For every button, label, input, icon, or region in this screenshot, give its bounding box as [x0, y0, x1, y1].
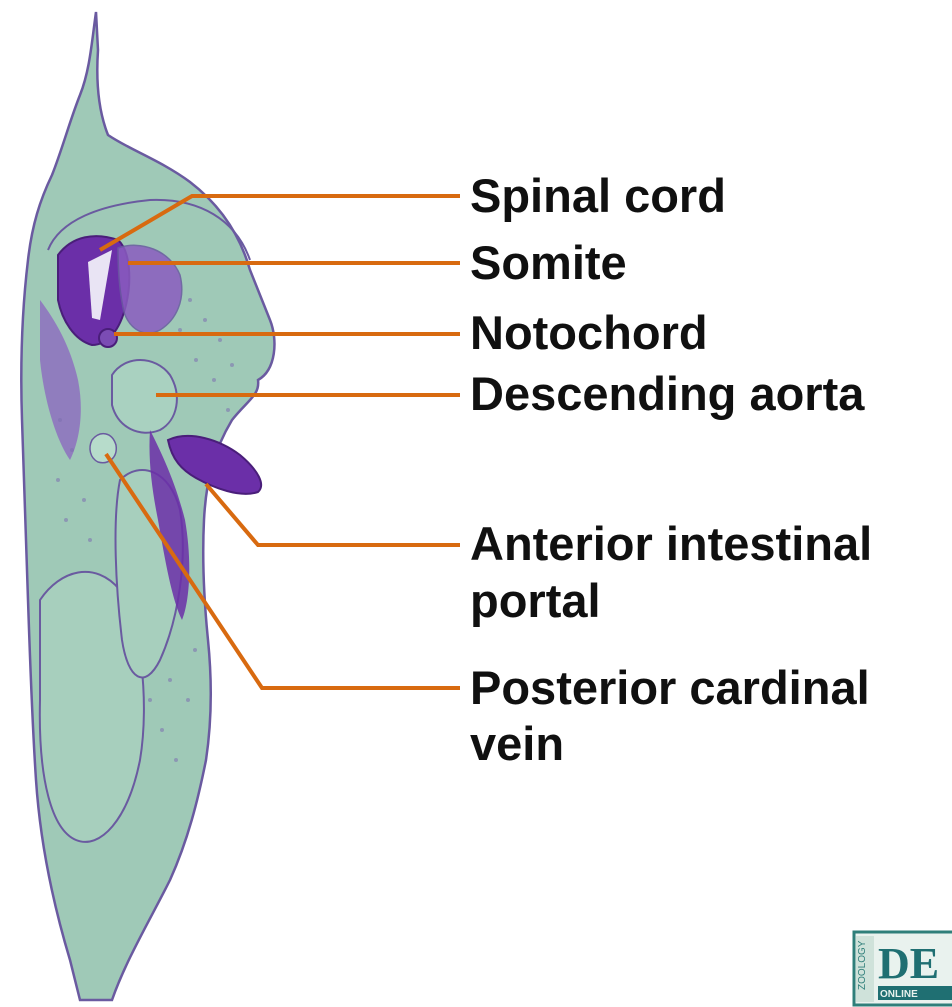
label-descending-aorta: Descending aorta — [470, 368, 864, 420]
label-posterior-cardinal-vein-line1: Posterior cardinal — [470, 662, 870, 714]
svg-text:ONLINE: ONLINE — [880, 989, 918, 1000]
svg-text:ZOOLOGY: ZOOLOGY — [857, 940, 868, 990]
label-spinal-cord: Spinal cord — [470, 170, 726, 222]
label-anterior-intestinal-portal-line2: portal — [470, 575, 601, 627]
label-anterior-intestinal-portal-line1: Anterior intestinal — [470, 518, 872, 570]
label-somite: Somite — [470, 237, 627, 289]
label-notochord: Notochord — [470, 307, 708, 359]
cardinal-vein-outline — [90, 434, 116, 463]
zoology-logo: ZOOLOGY DE ONLINE — [852, 930, 952, 1007]
label-posterior-cardinal-vein-line2: vein — [470, 718, 564, 770]
svg-text:DE: DE — [878, 939, 939, 988]
notochord-dot — [99, 329, 117, 347]
